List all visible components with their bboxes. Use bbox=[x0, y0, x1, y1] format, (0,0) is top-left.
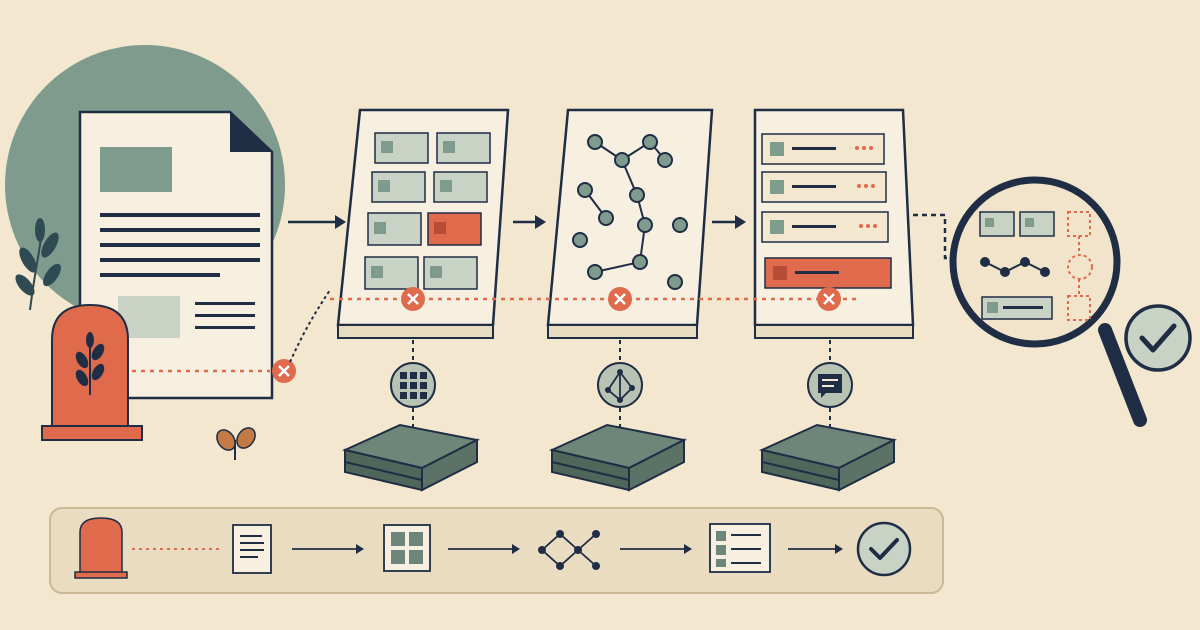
tombstone-icon bbox=[41, 303, 143, 441]
ranked-list-panel bbox=[753, 108, 915, 339]
broken-link-x-icon bbox=[608, 287, 632, 311]
vine-icon bbox=[289, 289, 331, 363]
grid-icon bbox=[390, 362, 436, 408]
grid-icon bbox=[383, 524, 431, 572]
broken-link-x-icon bbox=[272, 359, 296, 383]
sprout-icon bbox=[216, 427, 256, 460]
magnifier-icon bbox=[949, 176, 1147, 427]
flow-arrow bbox=[448, 544, 520, 554]
card-grid-panel bbox=[336, 108, 510, 339]
legend-strip bbox=[49, 507, 944, 594]
network-icon bbox=[538, 530, 600, 570]
tombstone-icon bbox=[74, 517, 128, 579]
flow-arrow bbox=[788, 544, 843, 554]
flow-arrow bbox=[292, 544, 364, 554]
check-icon bbox=[856, 521, 912, 577]
storage-slab-icon bbox=[548, 423, 688, 492]
storage-slab-icon bbox=[758, 423, 898, 492]
flow-arrow bbox=[288, 215, 346, 229]
plant-left-icon bbox=[15, 218, 61, 311]
storage-slab-icon bbox=[341, 423, 481, 492]
broken-link-x-icon bbox=[817, 287, 841, 311]
document-icon bbox=[78, 110, 274, 400]
list-icon bbox=[709, 523, 771, 573]
message-icon bbox=[807, 362, 853, 408]
node-graph-panel bbox=[546, 108, 714, 339]
broken-link-x-icon bbox=[401, 287, 425, 311]
check-icon bbox=[1124, 304, 1192, 372]
document-icon bbox=[232, 524, 272, 574]
flow-arrow bbox=[712, 215, 746, 229]
flow-arrow bbox=[513, 215, 546, 229]
network-icon bbox=[597, 362, 643, 408]
flow-arrow bbox=[620, 544, 692, 554]
